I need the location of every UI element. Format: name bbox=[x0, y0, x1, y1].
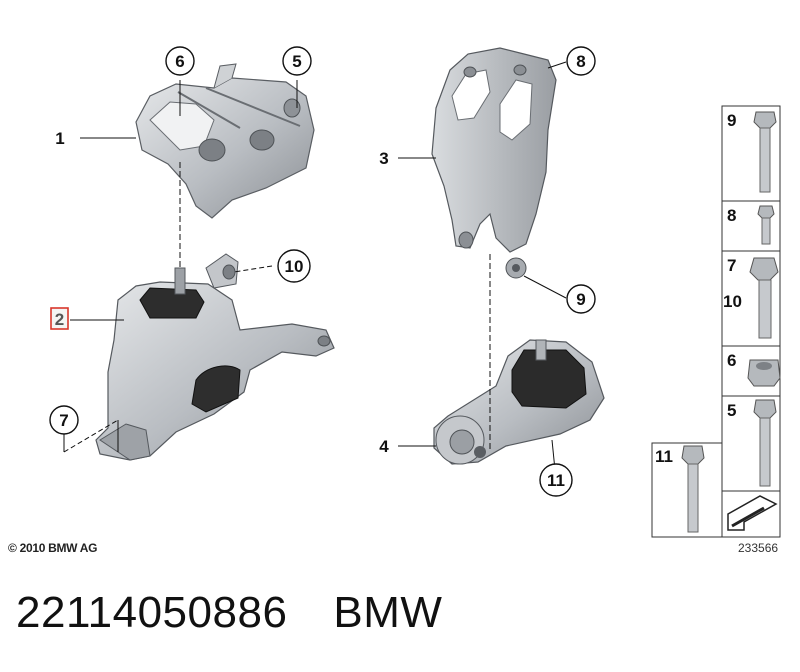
callout-9-left[interactable]: 9 bbox=[566, 284, 596, 314]
callout-4[interactable]: 4 bbox=[379, 437, 389, 456]
bolt-5-icon bbox=[753, 399, 777, 487]
torque-rod-part bbox=[433, 339, 605, 465]
panel-label-6: 6 bbox=[727, 351, 736, 370]
support-bracket-part bbox=[431, 47, 557, 279]
panel-label-10: 10 bbox=[723, 292, 742, 311]
svg-text:10: 10 bbox=[285, 257, 304, 276]
callout-2-selected[interactable]: 2 bbox=[50, 307, 69, 330]
diagram-reference-number: 233566 bbox=[738, 541, 779, 555]
callout-1[interactable]: 1 bbox=[55, 129, 64, 148]
panel-label-5: 5 bbox=[727, 401, 736, 420]
panel-label-7: 7 bbox=[727, 256, 736, 275]
part-number: 22114050886 bbox=[16, 588, 288, 637]
panel-label-9: 9 bbox=[727, 111, 736, 130]
callout-10-left[interactable]: 10 bbox=[277, 249, 311, 283]
svg-text:3: 3 bbox=[379, 149, 388, 168]
bolt-8-icon bbox=[757, 205, 775, 245]
svg-text:2: 2 bbox=[55, 310, 64, 329]
panel-label-8: 8 bbox=[727, 206, 736, 225]
footer-caption: 22114050886 BMW bbox=[16, 588, 442, 638]
svg-text:9: 9 bbox=[576, 290, 585, 309]
leader-lines bbox=[63, 61, 567, 481]
bolt-11-icon bbox=[681, 445, 705, 533]
panel-label-11: 11 bbox=[655, 447, 673, 466]
callout-7-left[interactable]: 7 bbox=[49, 405, 79, 435]
arrow-icon bbox=[727, 495, 778, 531]
fastener-panel: 9 8 7 10 6 5 11 bbox=[651, 105, 781, 538]
svg-text:4: 4 bbox=[379, 437, 389, 456]
svg-text:5: 5 bbox=[292, 52, 301, 71]
callout-11-left[interactable]: 11 bbox=[539, 463, 573, 497]
svg-text:7: 7 bbox=[59, 411, 68, 430]
svg-text:6: 6 bbox=[175, 52, 184, 71]
svg-text:8: 8 bbox=[576, 52, 585, 71]
copyright-notice: © 2010 BMW AG bbox=[8, 541, 98, 555]
svg-text:11: 11 bbox=[547, 471, 565, 490]
bolt-9-icon bbox=[753, 111, 777, 193]
bolt-7-10-icon bbox=[749, 257, 779, 339]
nut-6-icon bbox=[747, 359, 781, 387]
callout-3[interactable]: 3 bbox=[379, 149, 388, 168]
callout-5[interactable]: 5 bbox=[282, 46, 312, 76]
engine-mount-part bbox=[95, 253, 335, 461]
callout-8-left[interactable]: 8 bbox=[566, 46, 596, 76]
brand-name: BMW bbox=[333, 588, 443, 637]
upper-bracket-part bbox=[135, 63, 315, 219]
callout-6[interactable]: 6 bbox=[165, 46, 195, 76]
svg-text:1: 1 bbox=[55, 129, 64, 148]
